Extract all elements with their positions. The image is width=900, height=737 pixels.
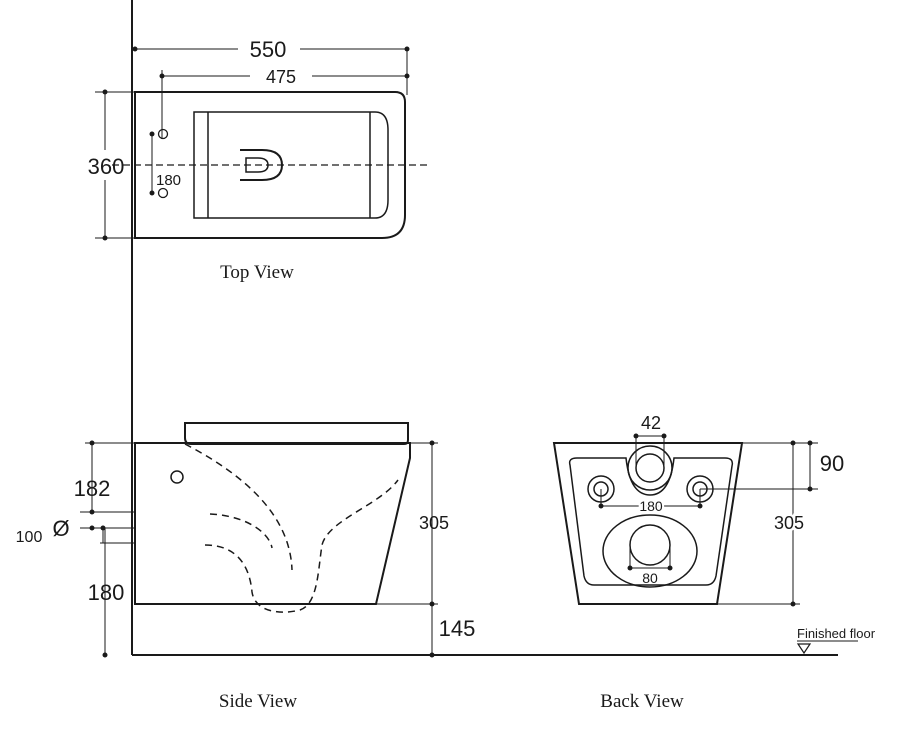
side-view-bowl: [134, 442, 411, 605]
floor-marker-triangle: [796, 643, 812, 655]
top-view-seat-outline: [193, 111, 389, 219]
back-view-inlet-outer: [627, 445, 673, 491]
dim-width: 360: [88, 154, 125, 179]
dim-outlet: 80: [642, 570, 658, 586]
top-view-bowl-outline: [134, 91, 406, 239]
side-view-trapway: [204, 479, 399, 613]
side-view: 182 Ø 100 180 305 145 Side View: [16, 422, 476, 712]
top-view-outlet-inner: [245, 157, 269, 173]
top-view-outlet: [240, 149, 284, 181]
dimension-dot: [149, 131, 155, 137]
dim-lower: 180: [88, 580, 125, 605]
top-view-fixing-hole: [157, 128, 169, 140]
dim-inlet: 42: [641, 413, 661, 433]
back-view-outlet: [629, 524, 671, 566]
diameter-symbol: Ø: [52, 516, 69, 541]
dimension-dot: [102, 652, 108, 658]
side-view-label: Side View: [219, 691, 297, 712]
back-view-label: Back View: [600, 691, 684, 712]
dimension-dot: [429, 440, 435, 446]
dim-pipe: 100: [16, 529, 43, 546]
dimension-dot: [790, 601, 796, 607]
dimension-dot: [807, 440, 813, 446]
dimension-dot: [627, 565, 633, 571]
dimension-dot: [633, 433, 639, 439]
dimension-dot: [807, 486, 813, 492]
dim-top-offset: 90: [820, 451, 844, 476]
dim-bolt-spacing: 180: [639, 498, 663, 514]
dimension-dot: [429, 652, 435, 658]
dimension-dot: [598, 503, 604, 509]
side-view-trapway: [209, 513, 273, 549]
dimension-dot: [790, 440, 796, 446]
dim-upper: 182: [74, 476, 111, 501]
dim-floor-gap: 145: [439, 616, 476, 641]
dimension-dot: [667, 565, 673, 571]
dim-height: 305: [419, 513, 449, 533]
dim-back-height: 305: [774, 513, 804, 533]
back-view-outlet-rim: [602, 514, 698, 588]
top-view-fixing-hole: [157, 187, 169, 199]
dimension-dot: [132, 46, 138, 52]
dim-seat-length: 475: [266, 67, 296, 87]
dimension-dot: [89, 509, 95, 515]
dim-fixing-spacing: 180: [156, 172, 181, 189]
side-view-seat: [184, 422, 409, 445]
dimension-dot: [661, 433, 667, 439]
back-view: 42 180 80 90 305 Back View: [552, 413, 844, 712]
dimension-dot: [429, 601, 435, 607]
side-view-trapway: [184, 443, 293, 571]
dimension-dot: [697, 503, 703, 509]
back-view-inlet-inner: [635, 453, 665, 483]
dimension-dot: [89, 525, 95, 531]
side-view-inlet: [170, 470, 184, 484]
dimension-dot: [404, 73, 410, 79]
back-view-inner-cavity: [568, 457, 734, 586]
dim-overall-length: 550: [250, 37, 287, 62]
top-view: 180 550 475 360 Top View: [88, 37, 430, 283]
dimension-dot: [149, 190, 155, 196]
finished-floor-marker: Finished floor: [796, 626, 876, 655]
finished-floor-label: Finished floor: [797, 626, 876, 641]
top-view-label: Top View: [220, 262, 294, 283]
